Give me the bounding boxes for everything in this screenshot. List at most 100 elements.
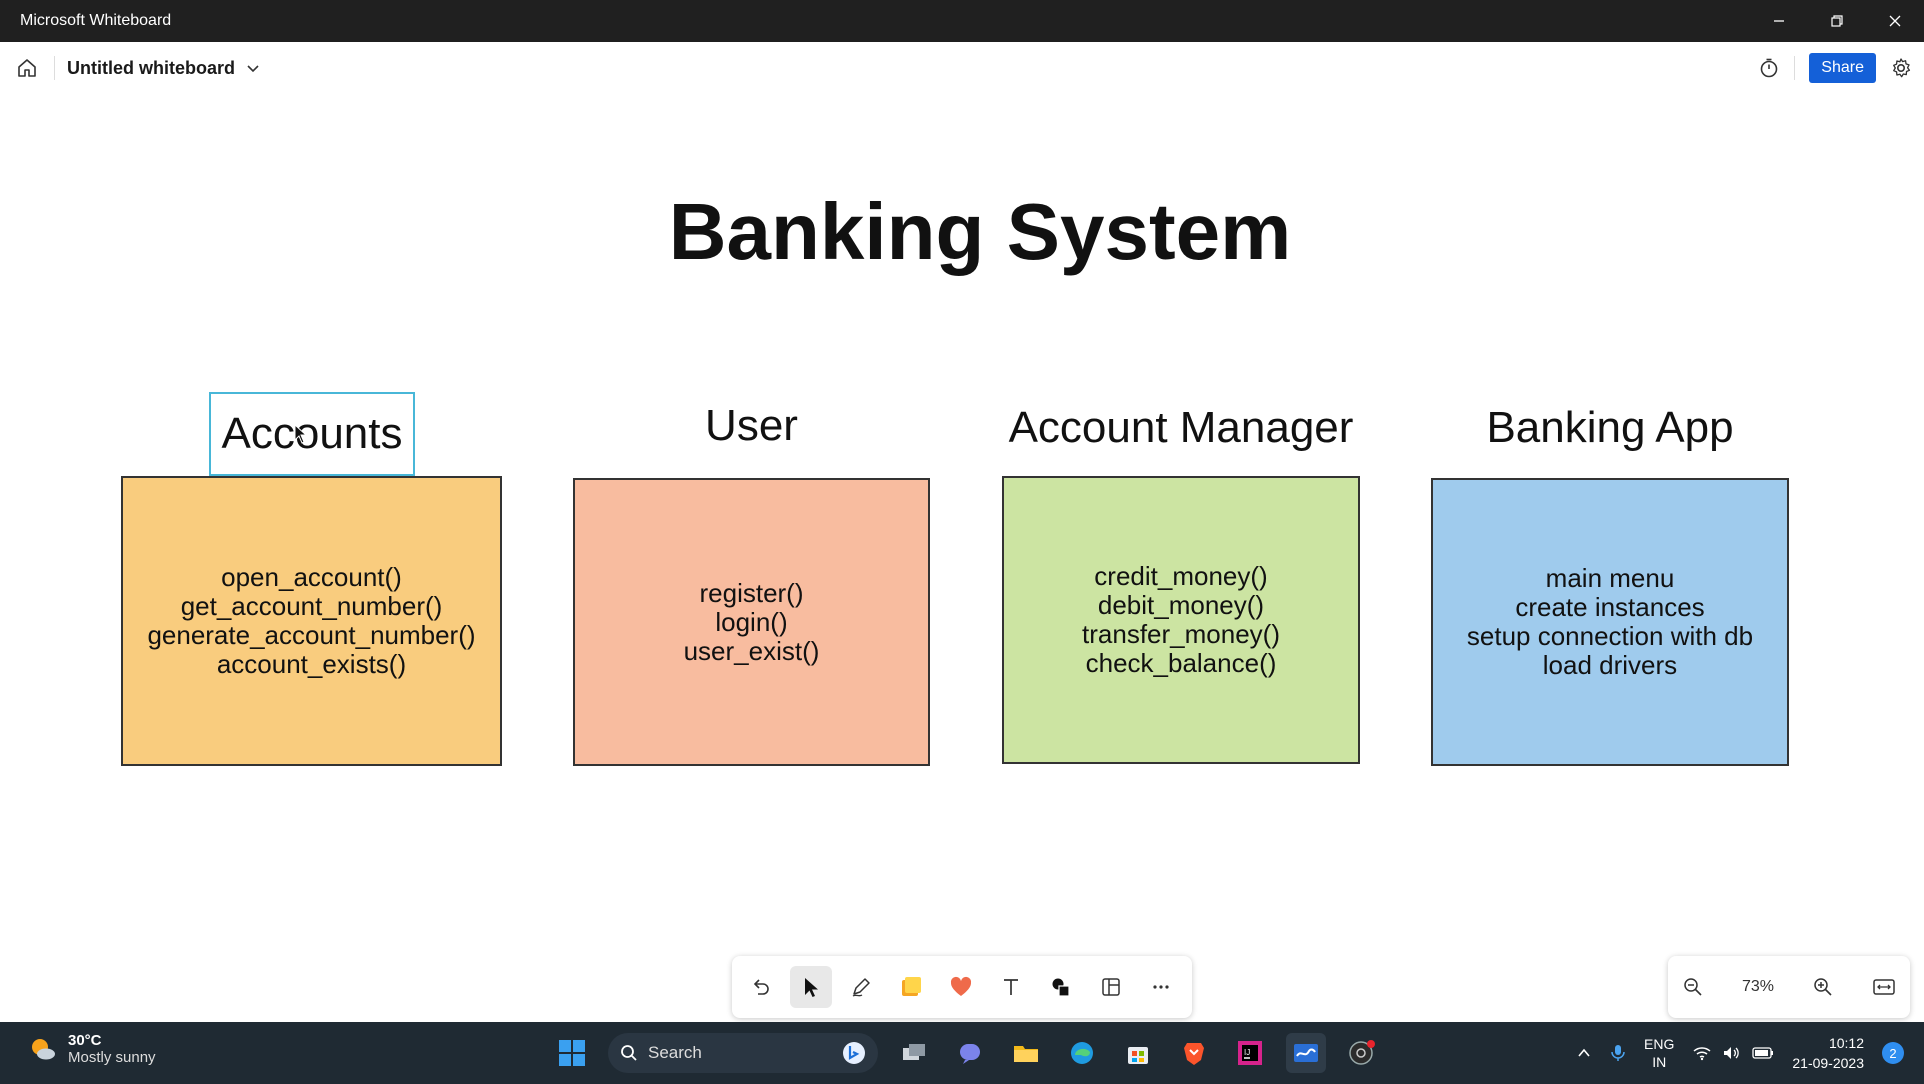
home-button[interactable] (12, 53, 42, 83)
svg-text:IJ: IJ (1244, 1048, 1250, 1057)
microphone-icon[interactable] (1610, 1043, 1626, 1063)
class-title-account-manager[interactable]: Account Manager (1008, 403, 1354, 452)
close-button[interactable] (1866, 0, 1924, 42)
task-view-button[interactable] (894, 1033, 934, 1073)
class-title-accounts[interactable]: Accounts (209, 392, 415, 476)
text-icon (1004, 979, 1018, 995)
zoom-out-button[interactable] (1682, 976, 1704, 998)
zoom-controls: 73% (1668, 956, 1910, 1018)
timer-icon (1760, 58, 1778, 78)
more-tools-button[interactable] (1140, 966, 1182, 1008)
timer-button[interactable] (1758, 57, 1780, 79)
quick-settings[interactable] (1692, 1045, 1774, 1061)
weather-temperature: 30°C (68, 1032, 102, 1049)
class-card-account-manager[interactable]: credit_money() debit_money() transfer_mo… (1002, 476, 1360, 764)
share-button[interactable]: Share (1809, 53, 1876, 83)
appbar-actions: Share (1758, 42, 1912, 94)
shapes-tool[interactable] (1040, 966, 1082, 1008)
title-dropdown-button[interactable] (245, 60, 261, 76)
weather-widget[interactable]: 30°C Mostly sunny (28, 1032, 156, 1066)
taskbar-apps: Search IJ (552, 1030, 1382, 1076)
class-title-user[interactable]: User (705, 401, 798, 450)
notification-badge[interactable]: 2 (1882, 1042, 1904, 1064)
chevron-down-icon (247, 65, 259, 73)
zoom-out-icon (1684, 978, 1702, 996)
file-explorer-button[interactable] (1006, 1033, 1046, 1073)
board-title[interactable]: Untitled whiteboard (67, 57, 235, 78)
divider (1794, 56, 1796, 80)
templates-icon (1102, 978, 1120, 996)
intellij-button[interactable]: IJ (1230, 1033, 1270, 1073)
clock[interactable]: 10:12 21-09-2023 (1792, 1033, 1864, 1073)
shapes-icon (1052, 978, 1070, 997)
undo-button[interactable] (740, 966, 782, 1008)
select-tool[interactable] (790, 966, 832, 1008)
method-item: create instances (1515, 592, 1705, 622)
method-item: get_account_number() (180, 591, 443, 621)
zoom-level[interactable]: 73% (1741, 978, 1775, 995)
class-title-text: Accounts (221, 409, 403, 458)
minimize-icon (1774, 20, 1784, 22)
methods-list: open_account() get_account_number() gene… (147, 563, 475, 679)
sticky-note-tool[interactable] (890, 966, 932, 1008)
chat-icon (960, 1044, 980, 1064)
class-card-accounts[interactable]: open_account() get_account_number() gene… (121, 476, 502, 766)
pen-icon (852, 978, 870, 997)
board-heading[interactable]: Banking System (668, 187, 1292, 276)
intellij-icon: IJ (1238, 1041, 1262, 1065)
settings-button[interactable] (1890, 57, 1912, 79)
reactions-tool[interactable] (940, 966, 982, 1008)
windows-logo-icon (559, 1040, 585, 1066)
divider (54, 56, 55, 80)
volume-icon (1724, 1047, 1740, 1059)
method-item: login() (715, 606, 788, 637)
chevron-up-icon[interactable] (1576, 1045, 1592, 1061)
class-card-banking-app[interactable]: main menu create instances setup connect… (1431, 478, 1789, 766)
brave-icon (1184, 1043, 1204, 1065)
weather-description: Mostly sunny (68, 1049, 156, 1066)
search-label: Search (648, 1043, 702, 1062)
bing-icon (843, 1042, 865, 1064)
method-item: register() (699, 577, 804, 608)
minimize-button[interactable] (1750, 0, 1808, 42)
input-language[interactable]: ENG IN (1644, 1035, 1674, 1071)
sticky-note-icon (902, 977, 921, 996)
home-icon (18, 59, 36, 77)
wifi-icon (1693, 1047, 1711, 1061)
select-icon (805, 978, 818, 997)
edge-browser-button[interactable] (1062, 1033, 1102, 1073)
clock-date: 21-09-2023 (1792, 1055, 1864, 1071)
taskbar: 30°C Mostly sunny Search (0, 1022, 1924, 1084)
method-item: load drivers (1542, 650, 1678, 680)
class-title-banking-app[interactable]: Banking App (1486, 403, 1734, 452)
method-item: open_account() (221, 562, 402, 592)
taskbar-search[interactable]: Search (608, 1033, 878, 1073)
method-item: user_exist() (683, 635, 820, 666)
templates-tool[interactable] (1090, 966, 1132, 1008)
window-controls (1750, 0, 1924, 42)
teams-chat-button[interactable] (950, 1033, 990, 1073)
obs-studio-button[interactable] (1342, 1033, 1382, 1073)
more-icon (1153, 985, 1169, 989)
zoom-in-icon (1814, 978, 1832, 996)
zoom-in-button[interactable] (1812, 976, 1834, 998)
close-icon (1889, 15, 1901, 27)
language-code: ENG (1644, 1036, 1675, 1052)
whiteboard-canvas[interactable]: Banking System Accounts open_account() g… (0, 94, 1924, 1022)
window-title: Microsoft Whiteboard (20, 12, 172, 29)
text-tool[interactable] (990, 966, 1032, 1008)
class-card-user[interactable]: register() login() user_exist() (573, 478, 930, 766)
whiteboard-app-button[interactable] (1286, 1033, 1326, 1073)
fit-to-screen-button[interactable] (1872, 977, 1896, 997)
pen-tool[interactable] (840, 966, 882, 1008)
undo-icon (753, 979, 769, 995)
restore-button[interactable] (1808, 0, 1866, 42)
microsoft-store-button[interactable] (1118, 1033, 1158, 1073)
partly-sunny-icon (32, 1039, 55, 1060)
method-item: account_exists() (216, 649, 407, 679)
folder-icon (1014, 1046, 1038, 1062)
start-button[interactable] (552, 1033, 592, 1073)
brave-browser-button[interactable] (1174, 1033, 1214, 1073)
method-item: transfer_money() (1082, 619, 1280, 649)
methods-list: register() login() user_exist() (683, 577, 820, 666)
